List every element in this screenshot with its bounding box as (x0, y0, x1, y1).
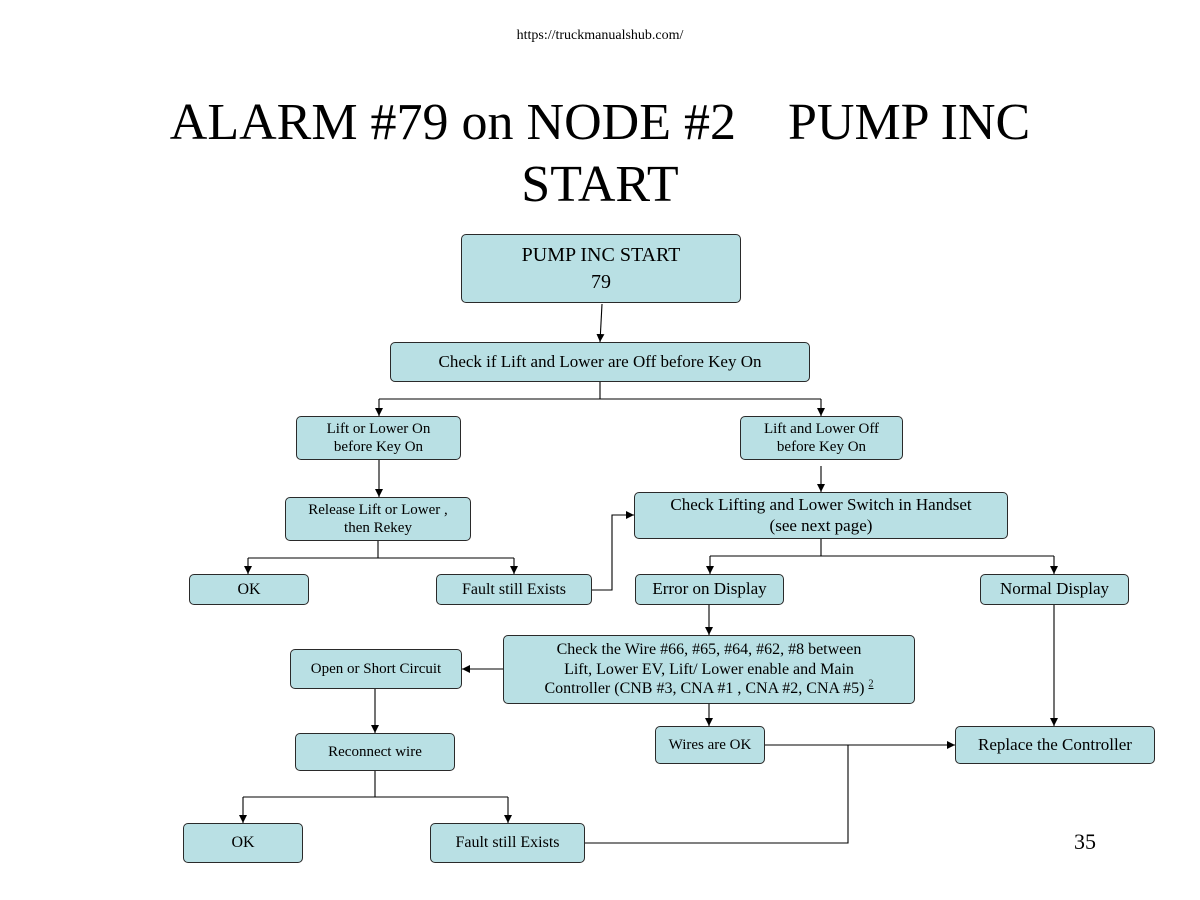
footnote-reference[interactable]: 2 (868, 678, 874, 690)
fault-lower-node: Fault still Exists (430, 823, 585, 863)
check-wire-line-3: Controller (CNB #3, CNA #1 , CNA #2, CNA… (544, 678, 874, 698)
start-node-label: PUMP INC START (521, 243, 681, 266)
title-line-2: START (521, 156, 679, 213)
error-on-display-node: Error on Display (635, 574, 784, 605)
connector-fault-upper-to-check-switch (592, 511, 634, 591)
connector-release-split (248, 541, 514, 559)
connector-reconnect-split (243, 771, 508, 798)
lift-and-lower-off-node: Lift and Lower Off before Key On (740, 416, 903, 460)
start-node: PUMP INC START 79 (461, 234, 741, 303)
normal-display-node: Normal Display (980, 574, 1129, 605)
check-lift-lower-node: Check if Lift and Lower are Off before K… (390, 342, 810, 382)
reconnect-wire-node: Reconnect wire (295, 733, 455, 771)
connector-check-switch-split (710, 539, 1054, 557)
ok-upper-node: OK (189, 574, 309, 605)
replace-controller-node: Replace the Controller (955, 726, 1155, 764)
connector-start-to-check (596, 303, 605, 343)
connector-fault-lower-to-replace (585, 745, 849, 844)
fault-upper-node: Fault still Exists (436, 574, 592, 605)
release-rekey-node: Release Lift or Lower , then Rekey (285, 497, 471, 541)
source-url: https://truckmanualshub.com/ (516, 28, 684, 43)
ok-lower-node: OK (183, 823, 303, 863)
start-node-code: 79 (591, 270, 611, 293)
wires-ok-node: Wires are OK (655, 726, 765, 764)
title-line-1: ALARM #79 on NODE #2 PUMP INC (169, 94, 1031, 151)
check-wire-node: Check the Wire #66, #65, #64, #62, #8 be… (503, 635, 915, 704)
lift-or-lower-on-node: Lift or Lower On before Key On (296, 416, 461, 460)
page-title: ALARM #79 on NODE #2 PUMP INC START (100, 92, 1100, 216)
connector-check-split (379, 382, 821, 400)
page-number: 35 (1074, 829, 1096, 854)
open-short-node: Open or Short Circuit (290, 649, 462, 689)
check-switch-node: Check Lifting and Lower Switch in Handse… (634, 492, 1008, 539)
